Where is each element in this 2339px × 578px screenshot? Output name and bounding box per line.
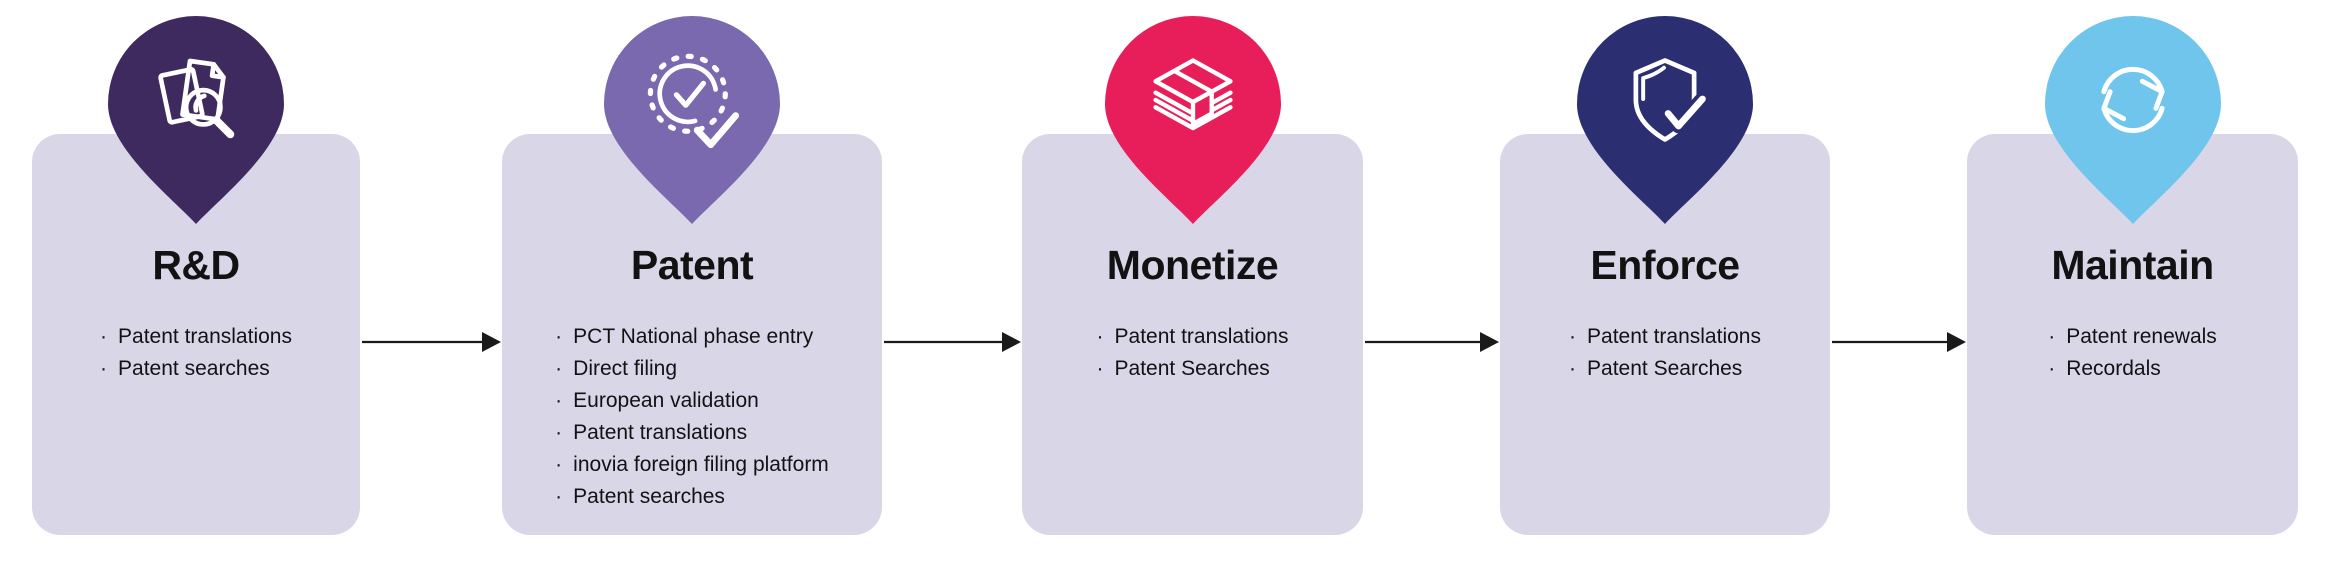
pin-shape	[2044, 16, 2221, 224]
bullet-text: Patent translations	[573, 421, 748, 445]
bullet-item: · inovia foreign filing platform	[555, 449, 829, 481]
documents-search-icon	[144, 48, 248, 152]
bullet-dot: ·	[1569, 325, 1577, 349]
stage-maintain: Maintain · Patent renewals · Recordals	[1967, 0, 2298, 578]
bullet-text: European validation	[573, 389, 759, 413]
stage-pin	[2043, 14, 2223, 226]
bullet-dot: ·	[1569, 357, 1577, 381]
stage-pin	[1575, 14, 1755, 226]
bullet-text: Patent searches	[118, 357, 270, 381]
bullet-dot: ·	[555, 421, 563, 445]
stage-monetize: Monetize · Patent translations · Patent …	[1022, 0, 1363, 578]
stage-bullet-list: · PCT National phase entry · Direct fili…	[555, 321, 829, 513]
stage-bullet-list: · Patent translations · Patent Searches	[1097, 321, 1289, 385]
bullet-item: · Patent translations	[100, 321, 292, 353]
bullet-item: · Patent searches	[555, 481, 829, 513]
stage-card: Enforce · Patent translations · Patent S…	[1500, 134, 1830, 535]
pin-shape	[108, 16, 284, 224]
bullet-dot: ·	[555, 357, 563, 381]
bullet-dot: ·	[1096, 325, 1104, 349]
bullet-text: Patent translations	[1587, 325, 1761, 349]
stage-title: Patent	[630, 242, 754, 288]
stage-title: Enforce	[1590, 242, 1740, 288]
bullet-item: · Patent Searches	[1097, 353, 1289, 385]
bullet-item: · Patent Searches	[1569, 353, 1761, 385]
bullet-item: · Patent translations	[555, 417, 829, 449]
stage-bullet-list: · Patent translations · Patent Searches	[1569, 321, 1761, 385]
bullet-text: Patent translations	[1114, 325, 1289, 349]
bullet-dot: ·	[2048, 357, 2056, 381]
bullet-text: Patent renewals	[2066, 325, 2217, 349]
bullet-text: Patent searches	[573, 485, 725, 509]
bullet-dot: ·	[555, 485, 563, 509]
stage-bullet-list: · Patent translations · Patent searches	[100, 321, 292, 385]
bullet-dot: ·	[555, 389, 563, 413]
stage-pin	[1103, 14, 1283, 226]
stage-bullet-list: · Patent renewals · Recordals	[2048, 321, 2217, 385]
stage-rd: R&D · Patent translations · Patent searc…	[32, 0, 360, 578]
flow-arrow	[362, 332, 501, 352]
bullet-dot: ·	[2048, 325, 2056, 349]
bullet-item: · Patent translations	[1569, 321, 1761, 353]
bullet-text: Recordals	[2066, 357, 2161, 381]
bullet-dot: ·	[100, 325, 108, 349]
bullet-text: Patent Searches	[1114, 357, 1270, 381]
money-stack-icon	[1141, 48, 1245, 152]
flow-arrow	[1365, 332, 1499, 352]
bullet-item: · Patent searches	[100, 353, 292, 385]
stage-title: R&D	[152, 242, 240, 288]
bullet-dot: ·	[100, 357, 108, 381]
bullet-text: inovia foreign filing platform	[573, 453, 829, 477]
bullet-text: PCT National phase entry	[573, 325, 814, 349]
bullet-item: · European validation	[555, 385, 829, 417]
bullet-dot: ·	[555, 325, 563, 349]
bullet-dot: ·	[555, 453, 563, 477]
bullet-item: · PCT National phase entry	[555, 321, 829, 353]
bullet-item: · Direct filing	[555, 353, 829, 385]
bullet-item: · Patent translations	[1097, 321, 1289, 353]
stage-pin	[106, 14, 286, 226]
refresh-arrows-icon	[2081, 48, 2185, 152]
stage-pin	[602, 14, 782, 226]
shield-check-icon	[1613, 48, 1717, 152]
bullet-text: Patent translations	[118, 325, 292, 349]
stage-title: Monetize	[1106, 242, 1279, 288]
bullet-text: Direct filing	[573, 357, 678, 381]
flow-arrow	[1832, 332, 1966, 352]
stage-patent: Patent · PCT National phase entry · Dire…	[502, 0, 882, 578]
bullet-dot: ·	[1096, 357, 1104, 381]
bullet-item: · Recordals	[2048, 353, 2217, 385]
stage-title: Maintain	[2051, 242, 2214, 288]
certified-badge-icon	[640, 48, 744, 152]
flow-arrow	[884, 332, 1021, 352]
bullet-text: Patent Searches	[1587, 357, 1743, 381]
bullet-item: · Patent renewals	[2048, 321, 2217, 353]
stage-enforce: Enforce · Patent translations · Patent S…	[1500, 0, 1830, 578]
